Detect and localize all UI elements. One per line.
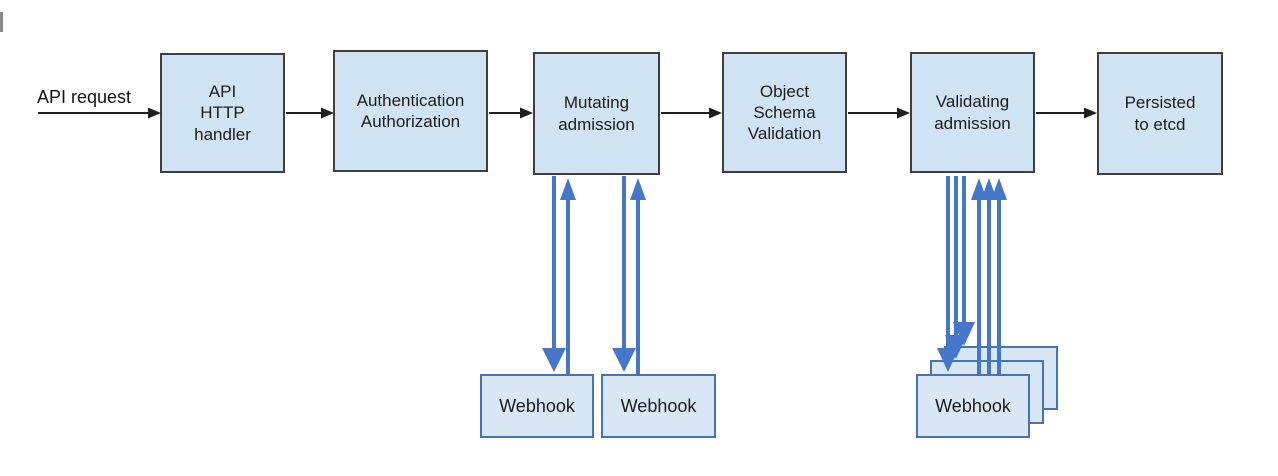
webhook-box-mutating-2: Webhook [601,374,716,438]
arrow-api-request [38,107,161,119]
arrow-webhook-to-validating-up-2 [981,178,997,374]
arrow-validating-to-webhook-down-2 [945,176,967,359]
arrow-validating-to-etcd [1036,107,1097,119]
node-validating-admission-label: Validating admission [934,92,1011,133]
webhook-box-mutating-1-label: Webhook [499,395,575,416]
node-validating-admission: Validating admission [910,52,1035,173]
node-object-schema-validation-label: Object Schema Validation [747,81,822,144]
arrow-mutating-to-webhook1-down [542,176,566,372]
webhook-box-validating-front: Webhook [916,374,1030,438]
api-request-label: API request [37,87,132,107]
node-api-http-handler: API HTTP handler [160,53,285,173]
node-authentication-authorization-label: Authentication Authorization [356,90,465,131]
webhook-box-mutating-2-label: Webhook [620,395,697,416]
webhook-box-validating-front-label: Webhook [935,395,1011,416]
node-authentication-authorization: Authentication Authorization [333,50,488,172]
node-api-http-handler-label: API HTTP handler [194,82,251,144]
arrow-validating-to-webhook-down-3 [953,176,975,346]
arrow-mutating-to-schema [661,107,722,119]
arrow-schema-to-validating [848,107,910,119]
arrow-webhook-to-validating-up-3 [991,178,1007,374]
node-mutating-admission: Mutating admission [533,52,660,175]
scan-edge-artifact [0,12,3,32]
arrow-webhook1-to-mutating-up [560,178,576,374]
arrow-mutating-to-webhook2-down [612,176,636,372]
arrow-handler-to-auth [286,107,334,119]
arrow-webhook2-to-mutating-up [630,178,646,374]
arrow-auth-to-mutating [489,107,533,119]
node-mutating-admission-label: Mutating admission [558,93,635,134]
arrow-webhook-to-validating-up-1 [971,178,987,374]
node-object-schema-validation: Object Schema Validation [722,52,847,173]
webhook-box-mutating-1: Webhook [480,374,594,438]
arrow-validating-to-webhook-down-1 [937,176,959,372]
node-persisted-to-etcd-label: Persisted to etcd [1124,93,1196,134]
node-persisted-to-etcd: Persisted to etcd [1097,52,1223,175]
